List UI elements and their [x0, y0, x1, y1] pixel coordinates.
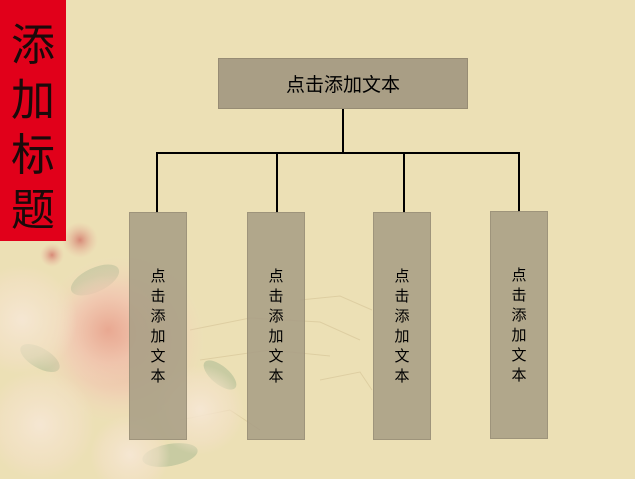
child-node-1[interactable]: 点击添加文本 — [129, 212, 187, 440]
child-node-2[interactable]: 点击添加文本 — [247, 212, 305, 440]
root-node-label: 点击添加文本 — [285, 74, 400, 96]
slide-title[interactable]: 添加标题 — [11, 20, 55, 236]
child-node-3-label: 点击添加文本 — [394, 267, 410, 385]
child-node-4[interactable]: 点击添加文本 — [490, 211, 548, 439]
root-node[interactable]: 点击添加文本 — [218, 58, 468, 109]
child-node-2-label: 点击添加文本 — [268, 267, 284, 385]
child-node-4-label: 点击添加文本 — [511, 266, 527, 384]
title-bar: 添加标题 — [0, 0, 66, 241]
child-node-3[interactable]: 点击添加文本 — [373, 212, 431, 440]
child-node-1-label: 点击添加文本 — [150, 267, 166, 385]
